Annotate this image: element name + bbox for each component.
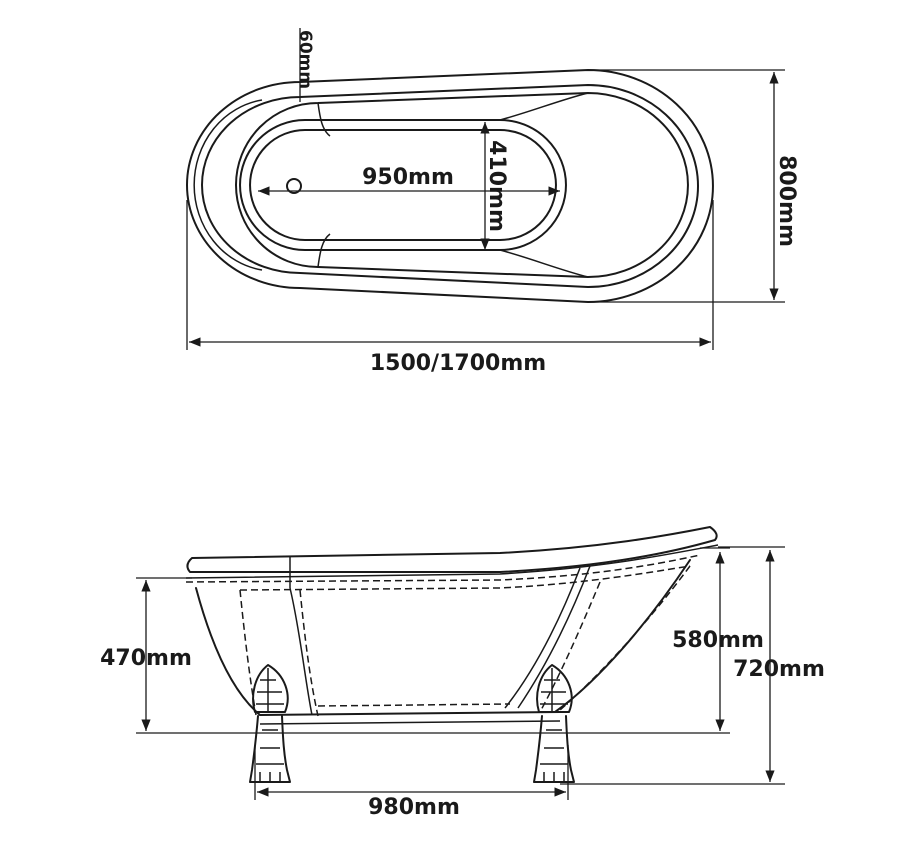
- top-view: 60mm 950mm 410mm 800mm 1500/1700mm: [186, 28, 799, 376]
- side-base: [259, 711, 561, 716]
- dim-label-high-inner: 580mm: [672, 628, 764, 653]
- tub-slope-curve-right-bottom: [499, 249, 589, 278]
- side-rim-top: [186, 526, 718, 573]
- claw-foot-left-icon: [249, 664, 291, 783]
- tub-inner-rim: [235, 92, 689, 278]
- side-hidden-right: [559, 565, 691, 711]
- dim-label-inner-length: 950mm: [362, 165, 454, 190]
- claw-foot-right-icon: [533, 664, 575, 783]
- side-hidden-top: [185, 554, 701, 583]
- dim-label-feet-span: 980mm: [368, 795, 460, 820]
- side-hidden-top-2: [239, 565, 691, 591]
- side-base-lower: [259, 720, 561, 725]
- tub-bowl-inner: [249, 129, 557, 241]
- dim-label-low-height: 470mm: [100, 646, 192, 671]
- tub-outline-rim: [201, 84, 699, 288]
- tub-slope-curve-bottom: [317, 233, 331, 268]
- tub-slope-curve-right-top: [499, 92, 589, 121]
- dim-label-total-height: 720mm: [733, 657, 825, 682]
- side-body-left: [195, 587, 261, 716]
- tub-left-band: [193, 99, 263, 271]
- side-hidden-base: [317, 703, 511, 707]
- side-hidden-right-2: [539, 581, 601, 713]
- tub-slope-curve-top: [317, 102, 331, 137]
- dim-label-width: 800mm: [774, 155, 799, 247]
- side-hidden-left-2: [299, 589, 319, 717]
- side-panel-right-a: [504, 567, 581, 709]
- side-view: 470mm 580mm 720mm 980mm: [100, 526, 825, 820]
- dim-label-length: 1500/1700mm: [370, 351, 546, 376]
- dim-label-rim: 60mm: [295, 30, 315, 89]
- side-rim-underline: [185, 544, 719, 579]
- side-panel-right-b: [517, 565, 591, 709]
- dim-label-inner-width: 410mm: [484, 140, 509, 232]
- tub-bowl-outer: [239, 119, 567, 251]
- side-panel-left: [289, 587, 313, 716]
